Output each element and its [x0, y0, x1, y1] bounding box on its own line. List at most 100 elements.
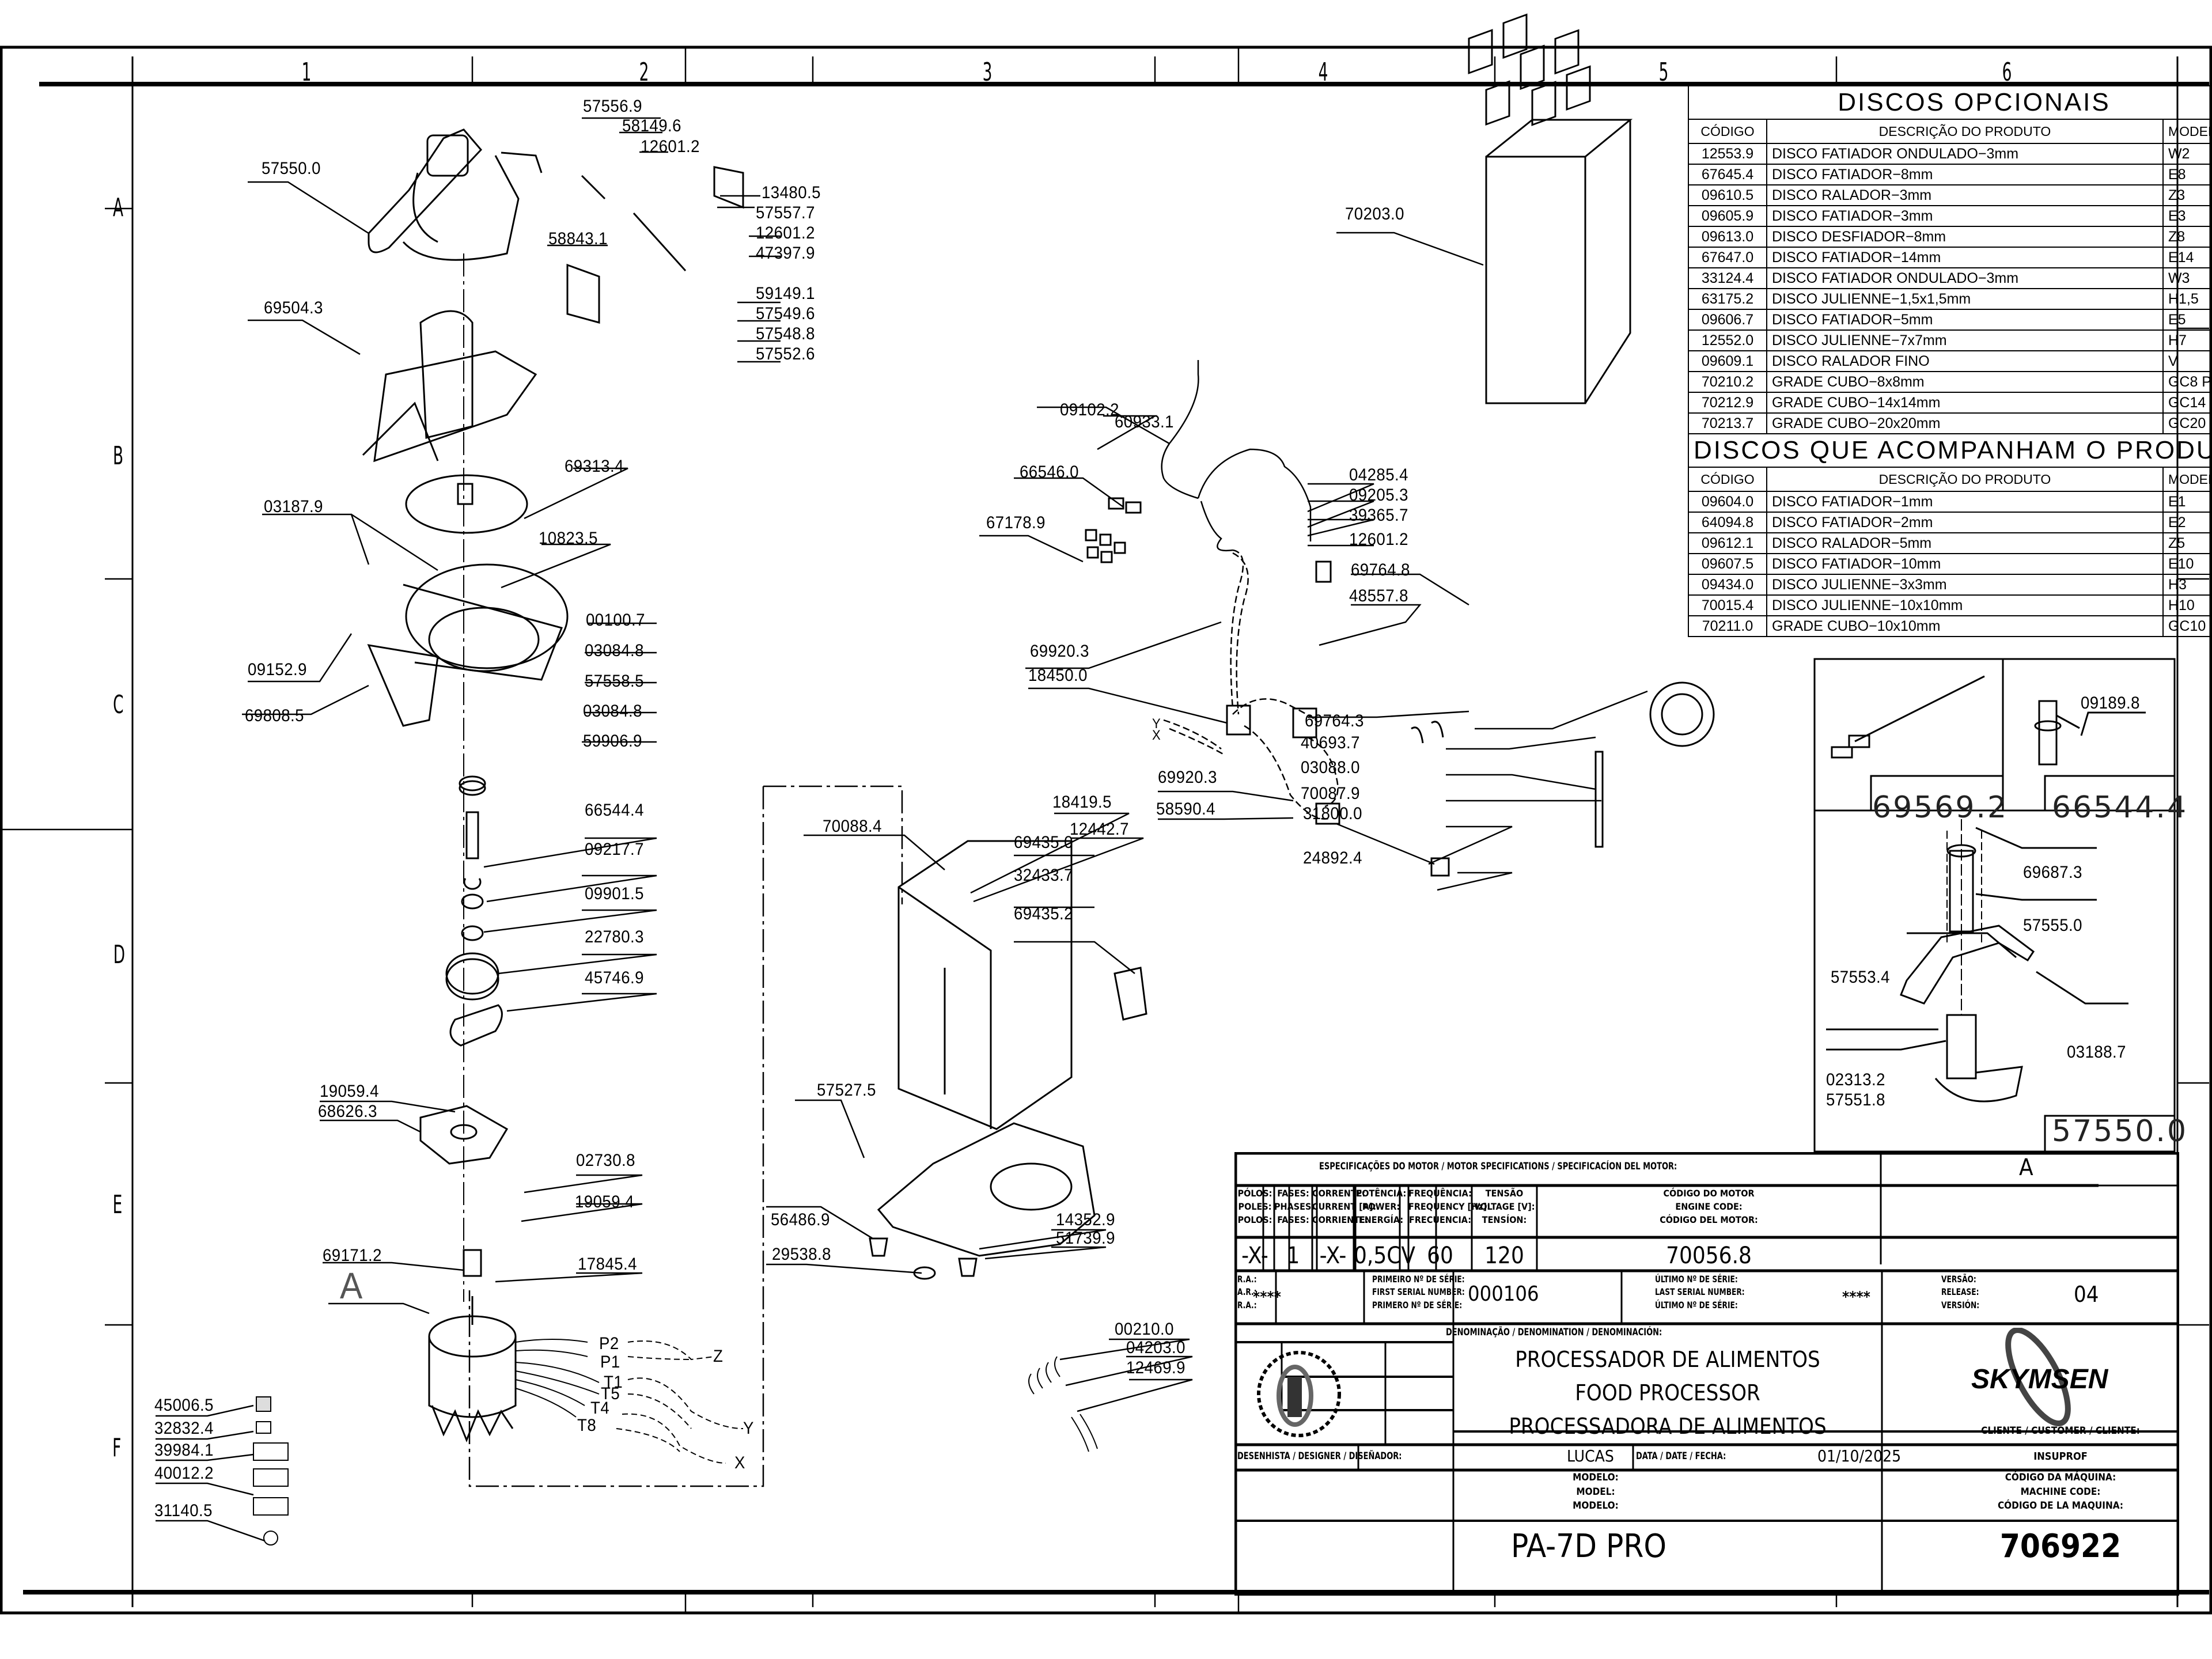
part-label: 57555.0: [2023, 916, 2082, 935]
leader-lines: [156, 117, 1648, 1542]
part-description: DISCO FATIADOR−1mm: [1766, 491, 2164, 513]
spec-header: POTÊNCIA:POWER:ENERGÍA:: [1354, 1187, 1408, 1227]
version-label: RELEASE:: [1941, 1286, 1979, 1298]
wire-label: P2: [599, 1334, 619, 1353]
spec-value: 0,5CV: [1354, 1243, 1415, 1269]
part-model: Z3: [2162, 184, 2212, 206]
spec-value: 60: [1427, 1243, 1453, 1269]
part-label: 69171.2: [323, 1246, 382, 1265]
part-label: 09189.8: [2081, 694, 2140, 713]
part-label: 12601.2: [1349, 530, 1408, 549]
part-description: DISCO FATIADOR−5mm: [1766, 309, 2164, 331]
model-labels: MODELO: MODEL: MODELO:: [1498, 1471, 1694, 1513]
ground-symbol-icon: [263, 1531, 278, 1546]
first-serial-label: FIRST SERIAL NUMBER:: [1372, 1286, 1465, 1298]
part-code: 70210.2: [1688, 371, 1767, 393]
ra-label: R.A.:: [1237, 1299, 1257, 1310]
spec-header-line: ENGINE CODE:: [1675, 1201, 1743, 1213]
part-label: 32832.4: [154, 1419, 214, 1438]
part-code: 12553.9: [1688, 143, 1767, 165]
part-model: GC20 PRO: [2162, 412, 2212, 434]
part-label: 09152.9: [248, 660, 307, 679]
wire-label: T5: [601, 1384, 620, 1403]
first-serial-label: PRIMEIRO Nº DE SÉRIE:: [1372, 1274, 1465, 1285]
part-code: 64094.8: [1688, 512, 1767, 533]
part-description: DISCO RALADOR−3mm: [1766, 184, 2164, 206]
part-label: 03188.7: [2067, 1043, 2126, 1062]
grid-column-label: 4: [1318, 58, 1328, 87]
last-serial-label: ÚLTIMO Nº DE SÉRIE:: [1655, 1299, 1738, 1310]
part-model: H1,5: [2162, 288, 2212, 310]
part-label: 66546.0: [1020, 463, 1079, 482]
grid-row-label: A: [113, 193, 124, 222]
info-sticker-icon: [256, 1421, 271, 1434]
part-label: 03088.0: [1301, 758, 1360, 777]
wire-label: Y: [1152, 716, 1161, 732]
name-es: PROCESSADORA DE ALIMENTOS: [1509, 1414, 1827, 1439]
terminal-blocks-drawing: [1085, 497, 1142, 563]
designer-value: LUCAS: [1567, 1446, 1614, 1465]
first-serial-labels: PRIMEIRO Nº DE SÉRIE: FIRST SERIAL NUMBE…: [1372, 1273, 1465, 1312]
spec-header-line: FREQUENCY [Hz]:: [1408, 1201, 1490, 1213]
part-label: 59906.9: [583, 732, 642, 751]
spec-header: PÓLOS:POLES:POLOS:: [1236, 1187, 1274, 1227]
part-label: 45006.5: [154, 1396, 214, 1415]
table-title: DISCOS OPCIONAIS: [1688, 85, 2212, 120]
motor-wires-drawing: [515, 1339, 744, 1464]
part-label: 13480.5: [762, 183, 821, 202]
part-label: 39984.1: [154, 1441, 214, 1460]
spec-header-line: PHASES:: [1274, 1201, 1315, 1213]
part-label: 14352.9: [1056, 1210, 1115, 1229]
shaft-stack-drawing: [445, 775, 503, 1047]
part-label: 60933.1: [1115, 412, 1174, 431]
model-label: MODELO:: [1573, 1500, 1619, 1512]
part-description: GRADE CUBO−10x10mm: [1766, 615, 2164, 637]
column-header: CÓDIGO: [1688, 119, 1767, 144]
part-label: 31800.0: [1303, 804, 1362, 823]
table-title: DISCOS QUE ACOMPANHAM O PRODUTO: [1688, 433, 2212, 468]
denomination-label: DENOMINAÇÃO / DENOMINATION / DENOMINACIÓ…: [1446, 1327, 1662, 1338]
part-model: Z5: [2162, 532, 2212, 554]
part-label: 40693.7: [1301, 733, 1360, 752]
base-drawing: [877, 1122, 1096, 1257]
part-code: 12552.0: [1688, 329, 1767, 351]
part-label: 22780.3: [585, 927, 644, 946]
wire-label: Z: [713, 1347, 724, 1366]
part-code: 33124.4: [1688, 267, 1767, 289]
part-description: DISCO RALADOR FINO: [1766, 350, 2164, 372]
spec-value: 120: [1484, 1243, 1524, 1269]
part-label: 24892.4: [1303, 849, 1362, 868]
part-model: E1: [2162, 491, 2212, 513]
part-code: 70212.9: [1688, 392, 1767, 414]
part-description: DISCO FATIADOR−2mm: [1766, 512, 2164, 533]
part-label: 09102.2: [1060, 400, 1119, 419]
model-value: PA-7D PRO: [1510, 1528, 1667, 1565]
machine-code-label: CÓDIGO DA MÁQUINA:: [2005, 1472, 2116, 1483]
spec-header-line: CÓDIGO DEL MOTOR:: [1660, 1214, 1758, 1226]
part-model: W3: [2162, 267, 2212, 289]
part-code: 09605.9: [1688, 205, 1767, 227]
model-label: MODELO:: [1573, 1472, 1619, 1483]
spec-header-line: CORRENTE:: [1312, 1188, 1366, 1199]
spec-header-line: FREQUÊNCIA:: [1408, 1188, 1472, 1199]
machine-code-label: MACHINE CODE:: [2020, 1486, 2101, 1498]
part-label: 04203.0: [1126, 1338, 1185, 1357]
part-label: 69764.8: [1351, 560, 1410, 579]
last-serial-label: ÚLTIMO Nº DE SÉRIE:: [1655, 1274, 1738, 1285]
part-label: 02313.2: [1826, 1070, 1885, 1089]
spec-value: -X-: [1241, 1243, 1268, 1269]
